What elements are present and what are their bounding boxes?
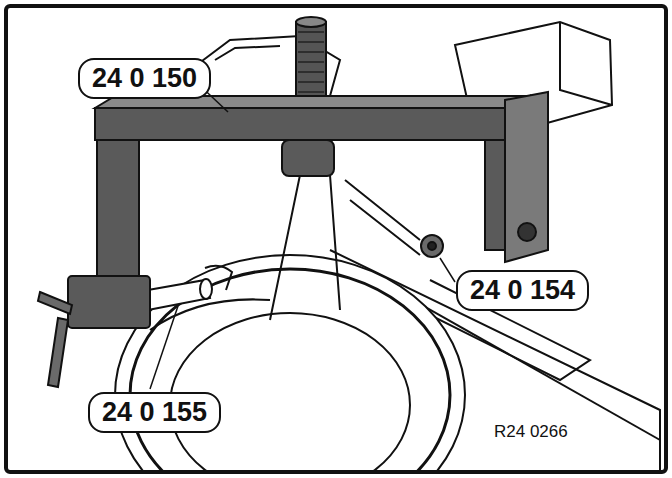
leader-line (150, 306, 178, 389)
leader-line (440, 258, 455, 282)
callout-number: 24 0 155 (88, 392, 221, 433)
hook-nut (421, 235, 443, 257)
bar-front (95, 108, 515, 140)
callout-number: 24 0 150 (78, 58, 211, 99)
rod-end (200, 279, 212, 299)
left-foot (68, 276, 150, 328)
left-leg (97, 140, 139, 280)
upper-housing-edge (215, 46, 280, 60)
clip (205, 266, 232, 290)
ring-outer (115, 255, 465, 470)
drawing-number: R24 0266 (492, 421, 570, 443)
right-flange (505, 92, 548, 262)
pressure-pad (282, 140, 334, 176)
ring-groove (130, 269, 450, 470)
callout-number: 24 0 154 (456, 270, 589, 311)
clamp-screw (38, 292, 72, 314)
rear-housing-edge (560, 22, 612, 105)
shaft-line (270, 175, 340, 320)
tommy-bar (48, 318, 68, 387)
hook-nut-hole (428, 242, 436, 250)
flange-bolt (518, 223, 536, 241)
hook-line (345, 180, 420, 255)
bolt-thread (298, 32, 324, 92)
bolt-head (296, 17, 326, 27)
frame-border (6, 6, 666, 472)
